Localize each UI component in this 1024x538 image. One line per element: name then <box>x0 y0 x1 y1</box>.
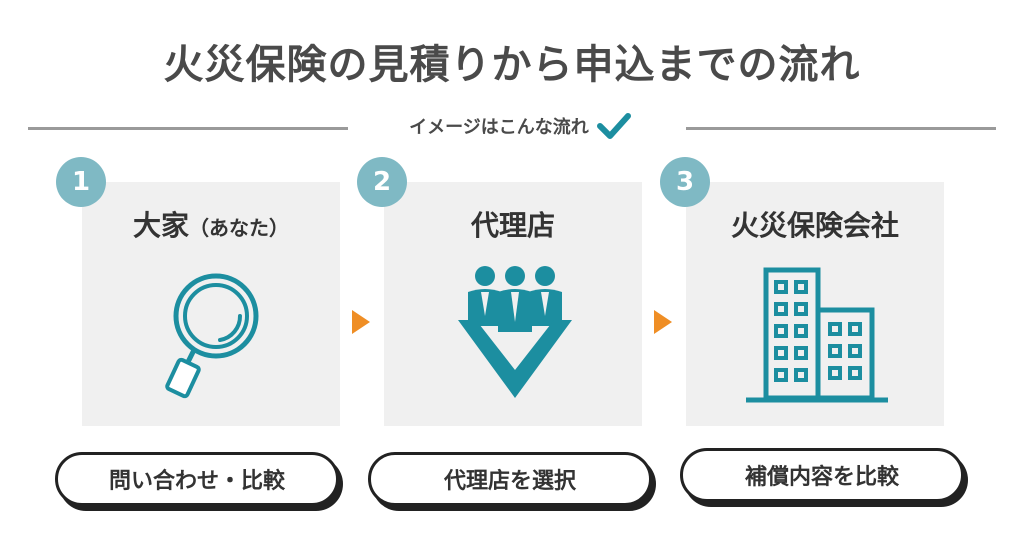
step-number-3: 3 <box>660 157 710 207</box>
page-title: 火災保険の見積りから申込までの流れ <box>163 42 861 88</box>
step-number-1: 1 <box>56 157 106 207</box>
step-title-3: 火災保険会社 <box>730 209 899 242</box>
magnifier-icon <box>165 273 259 399</box>
step-number-2: 2 <box>357 157 407 207</box>
step-title-1-main: 大家 <box>132 209 189 242</box>
divider-right <box>686 127 996 130</box>
step-title-1-sub: （あなた） <box>189 216 289 240</box>
step-action-3: 補償内容を比較 <box>680 448 964 502</box>
step-title-1: 大家（あなた） <box>82 204 340 244</box>
subtitle-row: イメージはこんな流れ <box>360 113 680 139</box>
step-action-1: 問い合わせ・比較 <box>55 452 339 506</box>
step-title-2: 代理店 <box>470 209 555 242</box>
divider-left <box>28 127 348 130</box>
flow-arrow-2 <box>654 310 672 334</box>
step-panel-2: 代理店 <box>384 182 642 426</box>
buildings-icon <box>746 267 888 403</box>
checkmark-icon <box>596 113 631 139</box>
agents-icon <box>458 266 572 398</box>
step-action-2: 代理店を選択 <box>368 452 652 506</box>
step-panel-1: 大家（あなた） <box>82 182 340 426</box>
subtitle-text: イメージはこんな流れ <box>409 117 589 138</box>
flow-arrow-1 <box>352 310 370 334</box>
step-panel-3: 火災保険会社 <box>686 182 944 426</box>
